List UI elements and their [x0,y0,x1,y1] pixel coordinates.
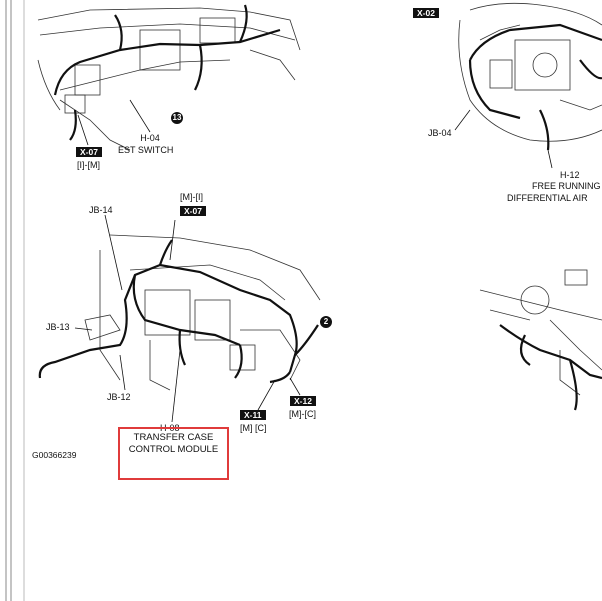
leader-jb12 [119,354,126,391]
leader-jb14 [104,214,123,291]
harness-middle [38,239,319,384]
leader-h04 [129,99,151,133]
x11-tag: X-11 [240,410,266,420]
harness-top-right [468,23,602,151]
leader-x07-mid [169,219,176,261]
jb12-label: JB-12 [107,392,131,402]
module-name-line2: CONTROL MODULE [128,444,219,455]
callout-13: 13 [171,112,183,124]
leader-jb04 [454,109,471,131]
x11-bracket-label: [M] [C] [240,423,267,433]
leader-x11 [257,379,276,411]
x07-top-bracket-label: [I]-[M] [77,160,100,170]
harness-steering [499,324,602,411]
h12-code-label: H-12 [560,170,580,180]
module-name-line1: TRANSFER CASE [133,432,214,443]
harness-top-left [53,4,281,141]
leader-x12 [289,377,301,396]
x07-top-tag: X-07 [76,147,102,157]
h04-name-label: EST SWITCH [118,145,174,155]
steering-column-drawing [479,269,602,396]
callout-2: 2 [320,316,332,328]
x07-mid-tag: X-07 [180,206,206,216]
jb04-label: JB-04 [428,128,452,138]
leader-h12 [547,149,553,169]
figure-id-label: G00366239 [32,450,77,460]
jb13-label: JB-13 [46,322,70,332]
h12-name-line2: DIFFERENTIAL AIR [507,193,588,203]
dashboard-drawing-top-left [37,7,301,151]
leader-x07-top [77,114,89,146]
x02-tag: X-02 [413,8,439,18]
jb14-label: JB-14 [89,205,113,215]
h12-name-line1: FREE RUNNING [532,181,601,191]
x12-bracket-label: [M]-[C] [289,409,316,419]
leader-jb13 [74,327,93,331]
x12-tag: X-12 [290,396,316,406]
h04-code-label: H-04 [140,133,160,143]
leader-h08 [171,349,181,423]
mid-bracket-label: [M]-[I] [180,192,203,202]
engine-drawing-top-right [458,2,602,142]
dashboard-drawing-middle [84,234,321,391]
module-highlight-box: TRANSFER CASE CONTROL MODULE [118,427,229,480]
